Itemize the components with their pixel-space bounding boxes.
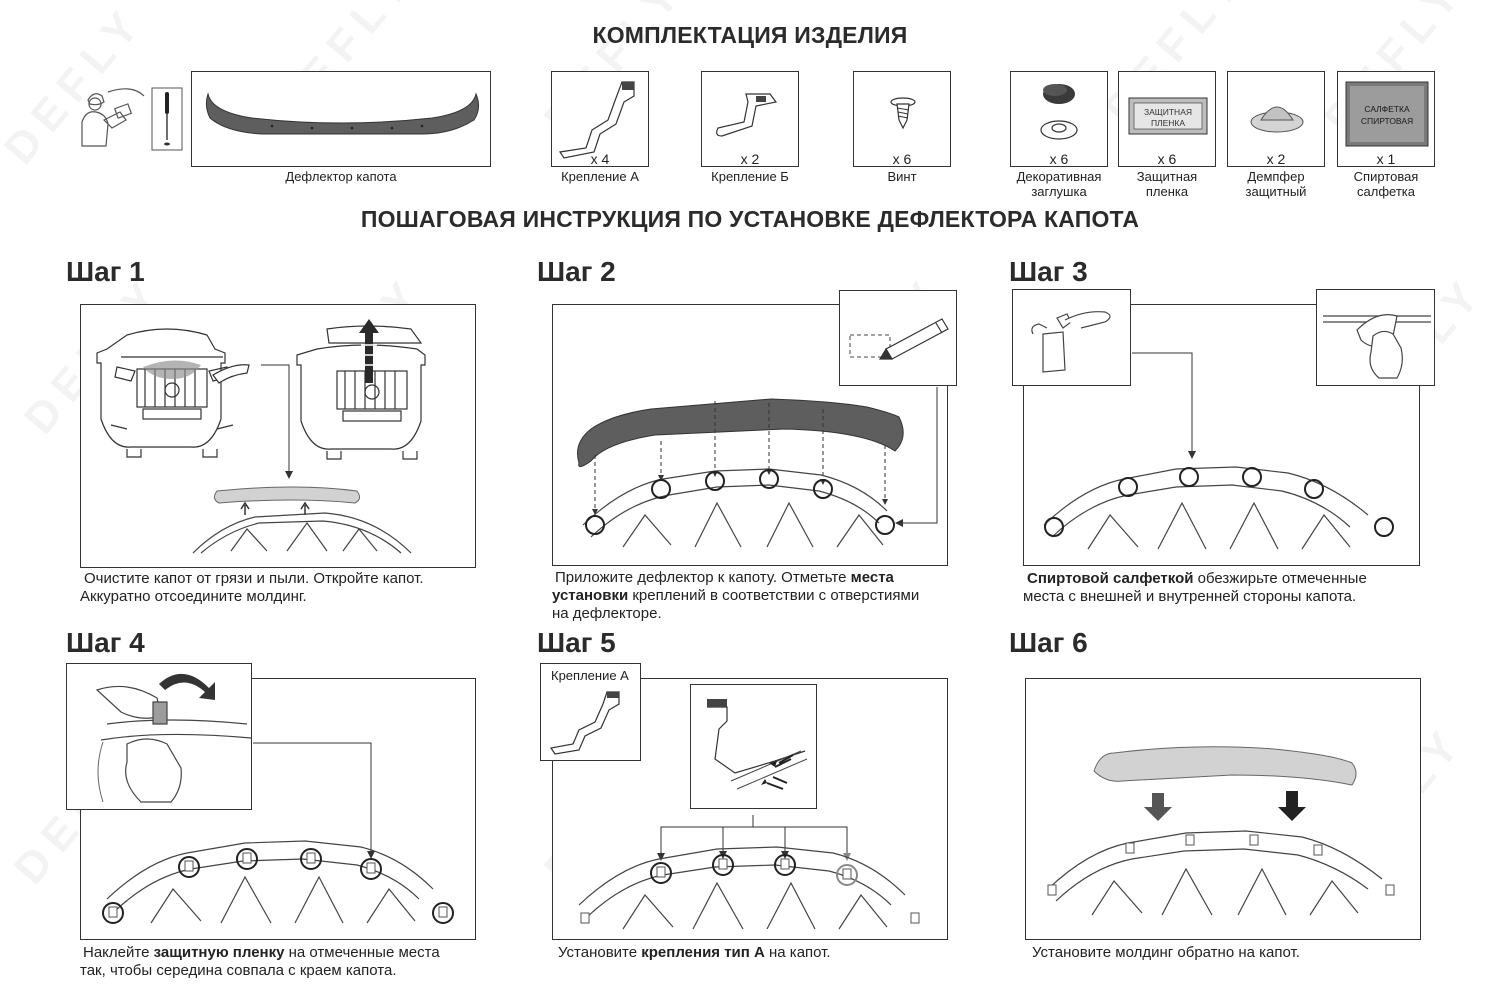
screw-label: Винт	[887, 169, 917, 184]
alcohol-wipe-box: САЛФЕТКА СПИРТОВАЯ х 1	[1337, 71, 1435, 167]
curved-arrow-icon	[159, 673, 215, 700]
step-2-line-3: на дефлекторе.	[552, 605, 662, 622]
step-6-description: Установите молдинг обратно на капот.	[1025, 944, 1425, 962]
step-4-text-2: на отмеченные места	[284, 944, 440, 961]
step-4-text-1: Наклейте	[83, 944, 154, 961]
alcohol-wipe-label-1: Спиртовая	[1353, 169, 1419, 184]
step-2-title: Шаг 2	[537, 256, 616, 287]
protective-film-label-1: Защитная	[1136, 169, 1198, 184]
alcohol-wipe-qty: х 1	[1376, 151, 1396, 167]
step-5-title: Шаг 5	[537, 627, 616, 658]
step-5-description: Установите крепления тип А на капот.	[552, 944, 942, 962]
damper-qty: х 2	[1266, 151, 1286, 167]
step-3-text-1: обезжирьте отмеченные	[1193, 570, 1367, 587]
mount-b-qty: х 2	[740, 151, 760, 167]
car-front-icon	[96, 328, 234, 458]
damper-label-1: Демпфер	[1247, 169, 1305, 184]
mount-a-label: Крепление А	[561, 169, 639, 184]
damper-label-2: защитный	[1245, 184, 1307, 199]
protective-film-box: ЗАЩИТНАЯ ПЛЕНКА х 6	[1118, 71, 1216, 167]
step-6-line-1: Установите молдинг обратно на капот.	[1032, 944, 1300, 961]
hand-opening-wipe-icon	[1031, 311, 1111, 373]
down-arrow-icon	[1144, 793, 1172, 821]
car-open-hood-icon	[296, 325, 426, 460]
hands-applying-film-icon	[95, 685, 182, 803]
protective-film-label: Защитная пленка	[1108, 169, 1226, 199]
deflector-component-box	[191, 71, 491, 167]
mount-b-label: Крепление Б	[711, 169, 789, 184]
step-5-text-2: на капот.	[764, 944, 831, 961]
step-1-illustration	[80, 304, 476, 568]
mechanic-icon	[68, 82, 184, 154]
step-5-line-1: Установите крепления тип А на капот.	[552, 944, 942, 962]
step-3-degrease-inset	[1316, 289, 1435, 386]
hand-wiping-icon	[1356, 314, 1403, 379]
step-4-line-2: так, чтобы середина совпала с краем капо…	[80, 962, 397, 979]
step-1-title: Шаг 1	[66, 256, 145, 287]
step-1-line-1: Очистите капот от грязи и пыли. Откройте…	[84, 570, 424, 587]
step-5-install-inset	[690, 684, 817, 809]
screw-qty: х 6	[892, 151, 912, 167]
alcohol-wipe-label-2: салфетка	[1357, 184, 1415, 199]
alcohol-wipe-label: Спиртовая салфетка	[1327, 169, 1445, 199]
down-arrow-icon	[1278, 791, 1306, 821]
marker-pen-icon	[878, 318, 949, 360]
damper-box: х 2	[1227, 71, 1325, 167]
step-2-line-1: Приложите дефлектор к капоту. Отметьте м…	[552, 569, 942, 587]
step-4-film-inset	[66, 663, 252, 810]
decorative-cap-qty: х 6	[1049, 151, 1069, 167]
step-1-description: Очистите капот от грязи и пыли. Откройте…	[80, 570, 500, 606]
step-2-marker-inset	[839, 290, 957, 386]
screw-box: х 6	[853, 71, 951, 167]
step-1-line-2: Аккуратно отсоедините молдинг.	[80, 588, 307, 605]
decorative-cap-label-1: Декоративная	[1016, 169, 1102, 184]
mount-a-qty: х 4	[590, 151, 610, 167]
step-2-text-1: Приложите дефлектор к капоту. Отметьте	[555, 569, 851, 586]
step-2-description: Приложите дефлектор к капоту. Отметьте м…	[552, 569, 942, 623]
mount-a-box: х 4	[551, 71, 649, 167]
step-4-description: Наклейте защитную пленку на отмеченные м…	[80, 944, 500, 980]
section-title-kit: КОМПЛЕКТАЦИЯ ИЗДЕЛИЯ	[592, 22, 908, 48]
step-3-line-1: Спиртовой салфеткой обезжирьте отмеченны…	[1023, 570, 1423, 588]
step-5-inset-label: Крепление А	[551, 668, 629, 683]
film-package-text-2: ПЛЕНКА	[1151, 118, 1185, 128]
step-4-bold-1: защитную пленку	[153, 944, 285, 961]
step-2-bold-1: места	[850, 569, 894, 586]
step-3-bold-1: Спиртовой салфеткой	[1027, 570, 1194, 587]
film-package-text-1: ЗАЩИТНАЯ	[1144, 107, 1192, 117]
step-3-wipe-inset	[1012, 289, 1131, 386]
deflector-label: Дефлектор капота	[285, 169, 397, 184]
protective-film-label-2: пленка	[1145, 184, 1189, 199]
damper-label: Демпфер защитный	[1217, 169, 1335, 199]
step-5-bold-1: крепления тип А	[641, 944, 765, 961]
decorative-cap-box: х 6	[1010, 71, 1108, 167]
wipe-package-text-2: СПИРТОВАЯ	[1361, 116, 1413, 126]
protective-film-qty: х 6	[1157, 151, 1177, 167]
step-2-bold-2: установки	[552, 587, 629, 604]
decorative-cap-label: Декоративная заглушка	[1000, 169, 1118, 199]
step-3-line-2: места с внешней и внутренней стороны кап…	[1023, 588, 1357, 605]
step-2-text-2: креплений в соответствии с отверстиями	[628, 587, 920, 604]
step-4-title: Шаг 4	[66, 627, 145, 658]
step-3-description: Спиртовой салфеткой обезжирьте отмеченны…	[1023, 570, 1423, 606]
mount-b-box: х 2	[701, 71, 799, 167]
step-5-text-1: Установите	[558, 944, 642, 961]
step-3-title: Шаг 3	[1009, 256, 1088, 287]
step-5-mount-type-inset: Крепление А	[540, 663, 641, 761]
wipe-package-text-1: САЛФЕТКА	[1364, 104, 1410, 114]
press-arrow-icon	[766, 754, 794, 790]
step-6-illustration	[1025, 678, 1421, 940]
step-6-title: Шаг 6	[1009, 627, 1088, 658]
decorative-cap-label-2: заглушка	[1031, 184, 1087, 199]
step-4-line-1: Наклейте защитную пленку на отмеченные м…	[80, 944, 500, 962]
step-2-line-2: установки креплений в соответствии с отв…	[552, 587, 942, 605]
section-title-instructions: ПОШАГОВАЯ ИНСТРУКЦИЯ ПО УСТАНОВКЕ ДЕФЛЕК…	[360, 206, 1140, 232]
